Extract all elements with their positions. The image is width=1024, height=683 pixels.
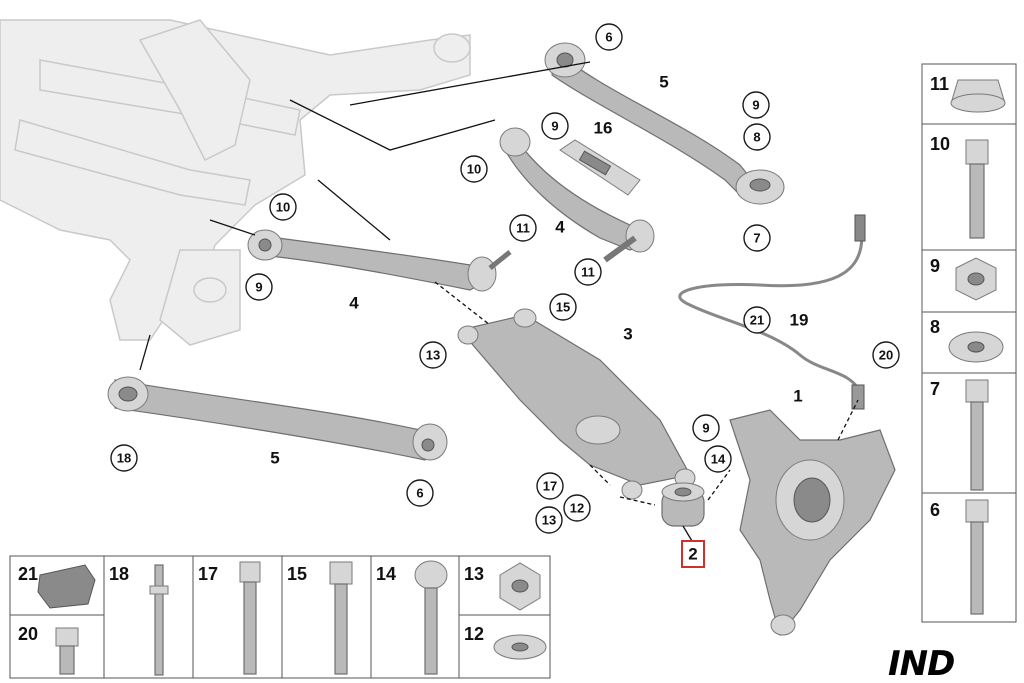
- svg-text:21: 21: [750, 313, 764, 328]
- legend-right: 11 10 9 8 7 6: [921, 63, 1017, 623]
- callout-circle: 9: [692, 414, 720, 442]
- svg-text:13: 13: [542, 513, 556, 528]
- svg-text:11: 11: [930, 74, 949, 94]
- callout-circle: 11: [509, 214, 537, 242]
- svg-text:7: 7: [753, 231, 760, 246]
- svg-text:10: 10: [467, 162, 481, 177]
- callout-circle: 18: [110, 444, 138, 472]
- clip-icon: [37, 564, 96, 609]
- svg-text:18: 18: [109, 564, 129, 584]
- bolt-20-icon: [55, 627, 79, 647]
- long-bolt-icon: [965, 379, 989, 403]
- wishbone-3: [457, 308, 696, 500]
- control-arm-4-upper: [499, 127, 655, 263]
- svg-text:9: 9: [752, 98, 759, 113]
- leader-lines: [139, 61, 859, 542]
- svg-text:6: 6: [605, 30, 612, 45]
- control-arm-5-lower: [107, 376, 448, 461]
- callout-circle: 10: [460, 155, 488, 183]
- callout-circle: 13: [535, 506, 563, 534]
- label-1: 1: [793, 387, 802, 406]
- svg-text:13: 13: [426, 348, 440, 363]
- svg-text:7: 7: [930, 379, 940, 399]
- svg-text:9: 9: [930, 256, 940, 276]
- svg-text:8: 8: [753, 130, 760, 145]
- svg-text:18: 18: [117, 451, 131, 466]
- svg-text:17: 17: [543, 479, 557, 494]
- svg-text:12: 12: [570, 501, 584, 516]
- callout-circle: 17: [536, 472, 564, 500]
- bolt-15-icon: [329, 561, 353, 585]
- highlighted-part-2: 2: [681, 540, 705, 568]
- callout-circle: 14: [704, 445, 732, 473]
- svg-text:11: 11: [516, 221, 530, 236]
- svg-text:2: 2: [688, 545, 697, 564]
- svg-text:6: 6: [416, 486, 423, 501]
- callout-circle: 7: [743, 224, 771, 252]
- label-19: 19: [790, 311, 809, 330]
- label-3: 3: [623, 325, 632, 344]
- callouts: 6 9 8 7 5 9 16 10 4 11 11 10 9 4 3 15 13…: [110, 23, 900, 568]
- bracket-16: [559, 139, 641, 196]
- svg-text:10: 10: [276, 200, 290, 215]
- callout-circle: 12: [563, 494, 591, 522]
- svg-text:10: 10: [930, 134, 950, 154]
- callout-circle: 6: [595, 23, 623, 51]
- bolt-icon: [965, 139, 989, 165]
- svg-text:11: 11: [581, 265, 595, 280]
- label-4-upper: 4: [555, 218, 565, 237]
- callout-circle: 11: [574, 258, 602, 286]
- svg-text:9: 9: [702, 421, 709, 436]
- svg-text:12: 12: [464, 624, 484, 644]
- svg-text:14: 14: [376, 564, 396, 584]
- bolt-17-icon: [239, 561, 261, 583]
- wheel-carrier-1: [729, 409, 896, 637]
- bolt-14-icon: [414, 560, 448, 590]
- callout-circle: 9: [541, 112, 569, 140]
- label-5-upper: 5: [659, 73, 668, 92]
- callout-circle: 15: [549, 293, 577, 321]
- label-16: 16: [594, 119, 613, 138]
- svg-text:21: 21: [18, 564, 38, 584]
- svg-text:9: 9: [255, 280, 262, 295]
- rear-subframe: [0, 19, 471, 346]
- callout-circle: 21: [743, 306, 771, 334]
- callout-circle: 8: [743, 123, 771, 151]
- svg-text:20: 20: [18, 624, 38, 644]
- control-arm-4-lower: [247, 229, 512, 292]
- callout-circle: 10: [269, 193, 297, 221]
- svg-text:6: 6: [930, 500, 940, 520]
- callout-circle: 9: [245, 273, 273, 301]
- svg-text:13: 13: [464, 564, 484, 584]
- svg-text:9: 9: [551, 119, 558, 134]
- svg-text:17: 17: [198, 564, 218, 584]
- svg-text:20: 20: [879, 348, 893, 363]
- callout-circle: 13: [419, 341, 447, 369]
- bolt-6-icon: [965, 499, 989, 523]
- svg-text:15: 15: [556, 300, 570, 315]
- sensor-19: [678, 214, 866, 410]
- control-arm-5-upper: [544, 42, 785, 205]
- stud-icon: [154, 564, 164, 676]
- brand-logo: IND: [888, 644, 955, 683]
- label-5-lower: 5: [270, 449, 279, 468]
- callout-circle: 6: [406, 479, 434, 507]
- svg-text:IND: IND: [888, 644, 954, 683]
- svg-text:15: 15: [287, 564, 307, 584]
- svg-text:14: 14: [711, 452, 726, 467]
- callout-circle: 20: [872, 341, 900, 369]
- callout-circle: 9: [742, 91, 770, 119]
- label-4-lower: 4: [349, 294, 359, 313]
- svg-text:8: 8: [930, 317, 940, 337]
- legend-bottom: 21 18 17 15 14 13 20 12: [9, 555, 551, 679]
- bushing-2: [661, 482, 705, 527]
